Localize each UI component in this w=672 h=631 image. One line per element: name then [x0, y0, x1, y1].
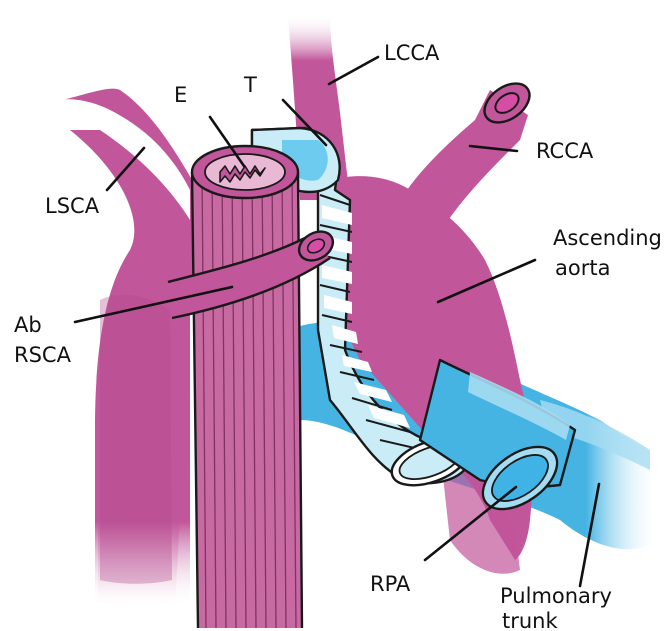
esophagus [192, 146, 302, 628]
label-ascending-aorta-line2: aorta [555, 256, 610, 280]
label-ab-rsca-line2: RSCA [14, 343, 72, 367]
left-arch-shadow [100, 295, 172, 584]
label-pulmonary-trunk-line2: trunk [502, 609, 558, 631]
label-ab-rsca-line1: Ab [14, 313, 42, 337]
label-rcca: RCCA [536, 139, 594, 163]
label-lcca: LCCA [384, 41, 440, 65]
label-rpa: RPA [370, 572, 411, 596]
label-e: E [174, 83, 187, 107]
label-ascending-aorta-line1: Ascending [553, 226, 662, 250]
leader-lcca [329, 57, 378, 84]
label-t: T [243, 73, 257, 97]
label-lsca: LSCA [45, 194, 100, 218]
label-pulmonary-trunk-line1: Pulmonary [500, 584, 612, 608]
